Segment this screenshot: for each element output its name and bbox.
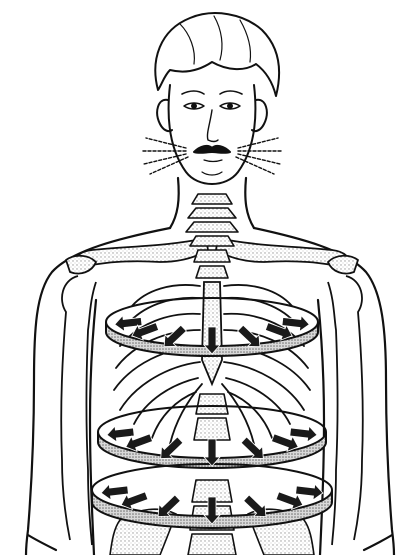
arrow-icon: [238, 325, 260, 347]
arrow-icon: [164, 325, 186, 347]
cervical-spine: [186, 194, 238, 278]
head: [155, 13, 279, 184]
breath-lines: [142, 138, 282, 174]
arrow-icon: [296, 484, 323, 500]
mustache: [194, 146, 230, 153]
hair: [155, 13, 279, 96]
lumbar-spine: [188, 394, 236, 555]
arrow-icon: [101, 484, 128, 500]
